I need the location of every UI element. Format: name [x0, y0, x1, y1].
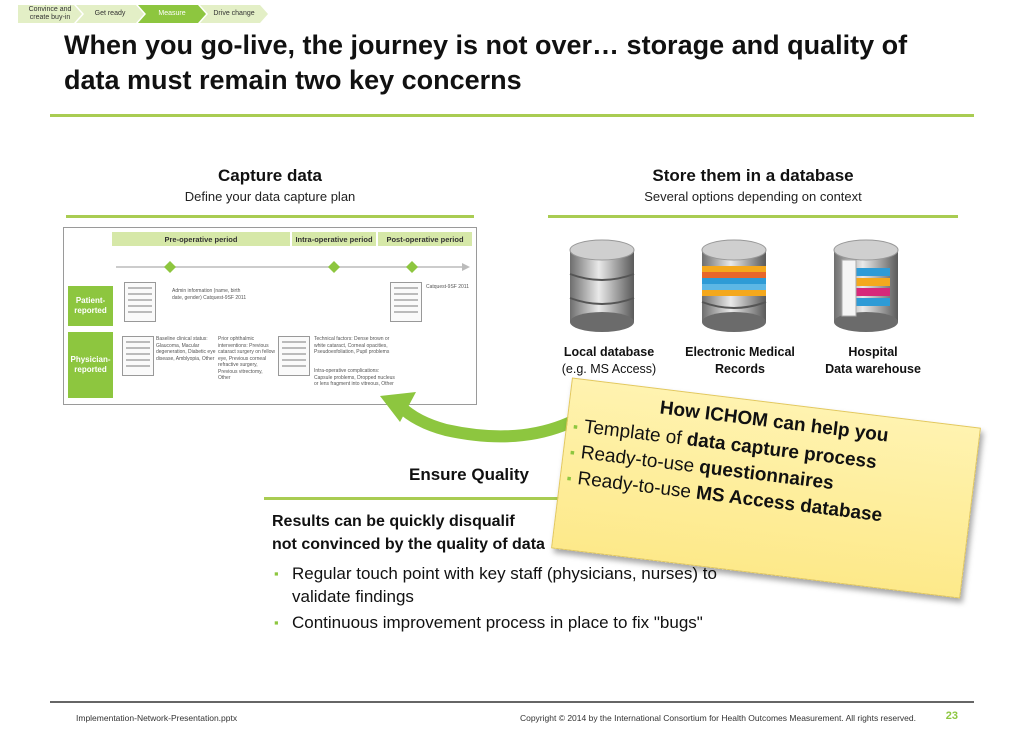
db-option-emr-line1: Electronic Medical: [685, 345, 795, 359]
store-heading: Store them in a database: [652, 166, 854, 185]
questionnaire-thumbnail-icon: [390, 282, 422, 322]
breadcrumb-step-drive-change[interactable]: Drive change: [200, 5, 268, 23]
title-divider: [50, 114, 974, 117]
patient-note-pre: Admin information (name, birth date, gen…: [172, 288, 247, 301]
database-warehouse-icon: [833, 239, 899, 332]
footer-copyright: Copyright © 2014 by the International Co…: [519, 713, 916, 723]
chevron-shape: [18, 5, 82, 23]
store-subheading: Several options depending on context: [644, 189, 862, 204]
milestone-diamond: [328, 261, 340, 273]
form-thumbnail-icon: [122, 336, 154, 376]
database-colored-icon: [701, 239, 767, 332]
data-capture-plan-thumbnail: Pre-operative period Intra-operative per…: [63, 227, 477, 405]
db-option-local-name: Local database: [563, 345, 655, 359]
patient-note-post: Catquest-9SF 2011: [426, 284, 469, 290]
db-option-warehouse-line1: Hospital: [848, 345, 898, 359]
technical-factors-note: Technical factors: Dense brown or white …: [314, 336, 390, 355]
breadcrumb-step-get-ready[interactable]: Get ready: [76, 5, 144, 23]
quality-bullet: Continuous improvement process in place …: [274, 611, 742, 634]
milestone-diamond: [164, 261, 176, 273]
breadcrumb-step-convince[interactable]: Convince and create buy-in: [18, 5, 82, 23]
questionnaire-thumbnail-icon: [124, 282, 156, 322]
capture-subheading: Define your data capture plan: [184, 189, 356, 204]
quality-bullets: Regular touch point with key staff (phys…: [272, 562, 742, 634]
phase-intra-operative: Intra-operative period: [292, 232, 376, 246]
breadcrumb-step-measure[interactable]: Measure: [138, 5, 206, 23]
page-number: 23: [945, 710, 958, 722]
row-physician-reported: Physician-reported: [68, 332, 113, 398]
quality-divider: [264, 497, 724, 500]
row-patient-reported: Patient-reported: [68, 286, 113, 326]
milestone-diamond: [406, 261, 418, 273]
phase-pre-operative: Pre-operative period: [112, 232, 290, 246]
db-option-emr-line2: Records: [714, 362, 766, 376]
capture-heading: Capture data: [218, 166, 322, 185]
db-option-emr: Electronic Medical Records: [672, 344, 808, 378]
page-title: When you go-live, the journey is not ove…: [64, 30, 908, 95]
quality-bullet: Regular touch point with key staff (phys…: [274, 562, 742, 608]
db-option-local: Local database (e.g. MS Access): [546, 344, 672, 378]
baseline-status-note: Baseline clinical status: Glaucoma, Macu…: [156, 336, 216, 362]
prior-interventions-note: Prior ophthalmic interventions: Previous…: [218, 336, 275, 381]
footer-divider: [50, 701, 974, 703]
quality-lead-line-2: not convinced by the quality of data: [272, 536, 545, 553]
footer-filename: Implementation-Network-Presentation.pptx: [76, 713, 238, 723]
database-plain-icon: [569, 239, 635, 332]
quality-heading: Ensure Quality: [409, 465, 529, 484]
quality-lead: Results can be quickly disqualif not con…: [272, 510, 732, 556]
complications-note: Intra-operative complications: Capsule p…: [314, 368, 395, 387]
chevron-shape: [76, 5, 144, 23]
db-option-warehouse-line2: Data warehouse: [825, 362, 921, 376]
form-thumbnail-icon: [278, 336, 310, 376]
phase-post-operative: Post-operative period: [378, 232, 472, 246]
db-option-local-detail: (e.g. MS Access): [561, 362, 657, 376]
chevron-shape: [138, 5, 206, 23]
capture-divider: [66, 215, 474, 218]
chevron-shape: [200, 5, 268, 23]
store-divider: [548, 215, 958, 218]
db-option-warehouse: Hospital Data warehouse: [808, 344, 938, 378]
timeline-arrow: [116, 261, 470, 273]
quality-lead-line-1: Results can be quickly disqualif: [272, 513, 515, 530]
